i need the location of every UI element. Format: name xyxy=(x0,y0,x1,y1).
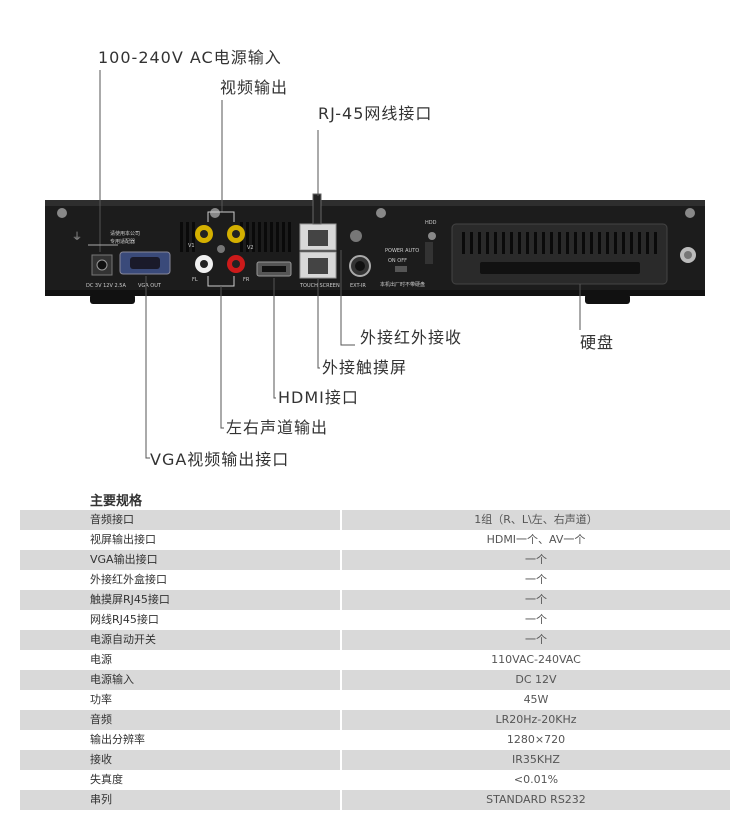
callout-rj45: RJ-45网线接口 xyxy=(318,104,433,123)
svg-text:ON OFF: ON OFF xyxy=(388,258,407,264)
callout-touch: 外接触摸屏 xyxy=(322,358,408,377)
foot-left xyxy=(90,294,135,304)
spec-key: 功率 xyxy=(20,690,342,710)
device-rear-panel: ⏚ DC 3V 12V 2.5A 请使用本公司 专用适配器 VGA OUT V1… xyxy=(45,193,705,304)
screw xyxy=(685,208,695,218)
spec-value: 1组（R、L\左、右声道） xyxy=(341,510,730,530)
spec-key: 接收 xyxy=(20,750,342,770)
spec-value: STANDARD RS232 xyxy=(341,790,730,810)
spec-row: 触摸屏RJ45接口一个 xyxy=(20,590,730,610)
spec-row: VGA输出接口一个 xyxy=(20,550,730,570)
callout-hdd: 硬盘 xyxy=(580,333,615,352)
callout-audio-lr: 左右声道输出 xyxy=(226,418,329,437)
spec-value: 一个 xyxy=(341,590,730,610)
svg-text:TOUCH SCREEN: TOUCH SCREEN xyxy=(299,283,340,289)
foot-right xyxy=(585,294,630,304)
spec-key: 外接红外盒接口 xyxy=(20,570,342,590)
svg-text:⏚: ⏚ xyxy=(72,231,82,243)
screw xyxy=(57,208,67,218)
hdd-vents xyxy=(462,232,657,254)
svg-text:请使用本公司: 请使用本公司 xyxy=(110,230,140,237)
callout-lines xyxy=(88,70,581,459)
svg-text:V2: V2 xyxy=(247,245,254,251)
dc-label: DC 3V 12V 2.5A xyxy=(86,283,126,289)
svg-text:FL: FL xyxy=(192,277,198,283)
spec-value: LR20Hz-20KHz xyxy=(341,710,730,730)
svg-text:VGA OUT: VGA OUT xyxy=(138,283,162,289)
callout-ac-power: 100-240V AC电源输入 xyxy=(98,48,282,67)
spec-title: 主要规格 xyxy=(90,494,143,509)
spec-key: 触摸屏RJ45接口 xyxy=(20,590,342,610)
spec-value: IR35KHZ xyxy=(341,750,730,770)
screw xyxy=(210,208,220,218)
spec-value: 110VAC-240VAC xyxy=(341,650,730,670)
callout-hdmi: HDMI接口 xyxy=(278,388,359,407)
svg-text:EXT-IR: EXT-IR xyxy=(350,283,366,289)
spec-value: 45W xyxy=(341,690,730,710)
svg-text:V1: V1 xyxy=(188,243,195,249)
spec-key: 输出分辨率 xyxy=(20,730,342,750)
spec-key: 失真度 xyxy=(20,770,342,790)
spec-value: 一个 xyxy=(341,550,730,570)
svg-text:POWER AUTO: POWER AUTO xyxy=(385,248,419,254)
spec-key: 视屏输出接口 xyxy=(20,530,342,550)
screw xyxy=(376,208,386,218)
spec-row: 失真度<0.01% xyxy=(20,770,730,790)
callout-vga: VGA视频输出接口 xyxy=(150,450,290,469)
spec-row: 外接红外盒接口一个 xyxy=(20,570,730,590)
svg-text:HDD: HDD xyxy=(425,220,437,226)
screw xyxy=(428,232,436,240)
spec-value: <0.01% xyxy=(341,770,730,790)
spec-key: VGA输出接口 xyxy=(20,550,342,570)
spec-key: 串列 xyxy=(20,790,342,810)
spec-row: 电源自动开关一个 xyxy=(20,630,730,650)
spec-key: 音频 xyxy=(20,710,342,730)
power-auto-switch xyxy=(395,266,407,272)
svg-text:本机出厂时不带硬盘: 本机出厂时不带硬盘 xyxy=(380,281,425,288)
spec-key: 电源自动开关 xyxy=(20,630,342,650)
spec-row: 网线RJ45接口一个 xyxy=(20,610,730,630)
spec-value: DC 12V xyxy=(341,670,730,690)
spec-value: 1280×720 xyxy=(341,730,730,750)
callout-video-out: 视频输出 xyxy=(220,78,289,97)
spec-key: 网线RJ45接口 xyxy=(20,610,342,630)
spec-key: 电源 xyxy=(20,650,342,670)
spec-value: HDMI一个、AV一个 xyxy=(341,530,730,550)
spec-key: 音频接口 xyxy=(20,510,342,530)
spec-value: 一个 xyxy=(341,630,730,650)
spec-value: 一个 xyxy=(341,570,730,590)
svg-text:FR: FR xyxy=(243,277,250,283)
spec-value: 一个 xyxy=(341,610,730,630)
spec-key: 电源输入 xyxy=(20,670,342,690)
callout-ext-ir: 外接红外接收 xyxy=(360,328,463,347)
svg-text:专用适配器: 专用适配器 xyxy=(110,238,135,245)
